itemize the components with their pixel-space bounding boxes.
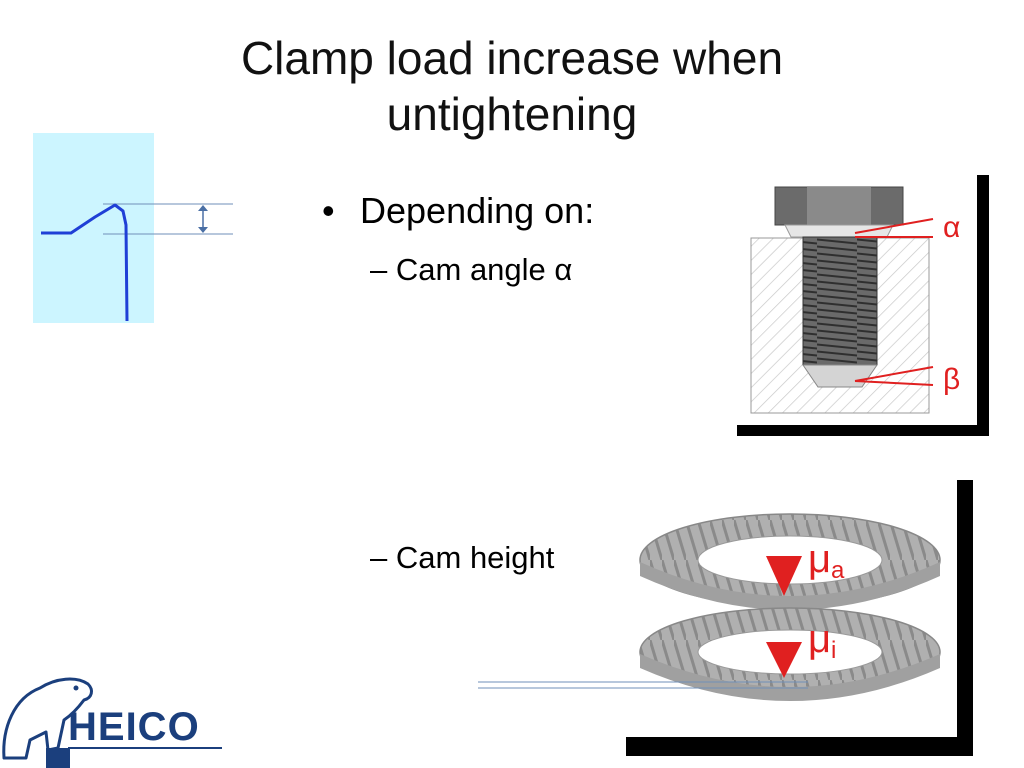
bear-eye — [73, 685, 79, 691]
beta-line-2 — [854, 380, 934, 386]
logo-text: HEICO — [68, 705, 200, 749]
clamp-load-curve — [41, 203, 129, 322]
dash: – — [370, 252, 388, 287]
alpha-line-1 — [854, 218, 934, 234]
mu-i-label: μi — [808, 617, 836, 664]
washer-under-head — [784, 224, 894, 238]
mu-a-label: μa — [808, 537, 845, 584]
polar-bear-icon — [2, 677, 93, 760]
bolt-head-face — [807, 187, 871, 225]
bolt-cam-angle-figure: α β — [737, 175, 989, 436]
dash: – — [370, 540, 388, 575]
upper-washer-edge — [640, 562, 940, 610]
dimension-arrow-down — [198, 227, 208, 233]
bolt-thread — [802, 236, 878, 366]
heico-logo: HEICO — [2, 677, 222, 768]
bullet-text: Depending on: — [360, 190, 595, 231]
sub-item-cam-angle: – Cam angle α — [370, 252, 572, 288]
beta-line-1 — [854, 366, 934, 382]
title-line-2: untightening — [386, 88, 638, 140]
sub-item-cam-height: – Cam height — [370, 540, 554, 576]
clamp-load-curve-figure — [33, 133, 233, 323]
decorative-lines — [478, 681, 808, 689]
bullet-symbol: • — [322, 190, 335, 231]
bullet-item: • Depending on: — [322, 190, 682, 232]
outer-friction-arrow — [766, 556, 802, 596]
logo-block — [46, 748, 70, 768]
beta-label: β — [943, 363, 960, 396]
lower-washer-edge — [640, 654, 940, 701]
alpha-label: α — [943, 211, 960, 244]
inner-friction-arrow — [766, 642, 802, 678]
dimension-arrow-up — [198, 205, 208, 211]
slide-title: Clamp load increase when untightening — [150, 30, 874, 142]
title-line-1: Clamp load increase when — [240, 32, 784, 84]
curve-background — [33, 133, 154, 323]
wedge-lock-washer-figure: μa μi — [626, 480, 973, 756]
sub-item-text: Cam angle α — [395, 252, 573, 287]
sub-item-text: Cam height — [395, 540, 555, 575]
